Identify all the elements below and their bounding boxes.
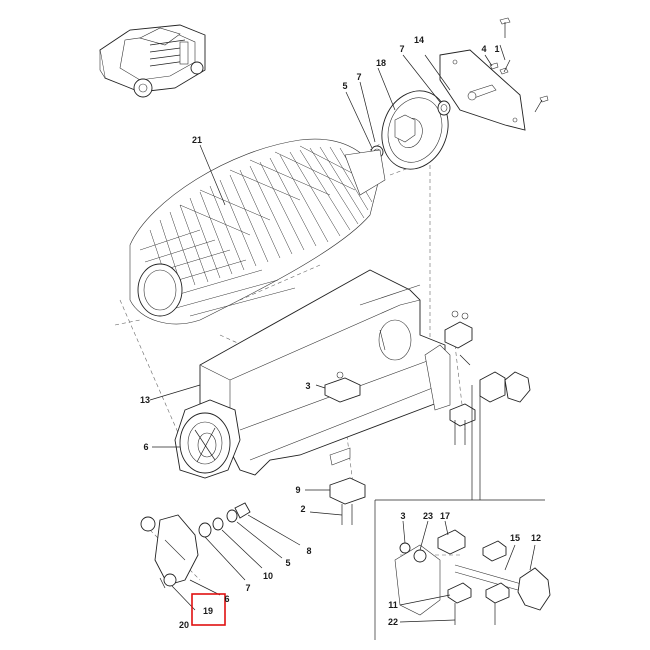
label-4: 4 xyxy=(481,44,486,54)
label-7-mid: 7 xyxy=(356,72,361,82)
label-11: 11 xyxy=(388,600,398,610)
label-3-inset: 3 xyxy=(400,511,405,521)
part-labels: 1 4 14 7 18 7 5 21 13 3 6 9 2 8 5 10 7 6… xyxy=(140,35,541,630)
label-9: 9 xyxy=(295,485,300,495)
part-21-brush-roller xyxy=(129,138,386,325)
label-13: 13 xyxy=(140,395,150,405)
part-3-9-bushings xyxy=(305,371,366,525)
machine-thumbnail xyxy=(99,24,206,98)
label-1: 1 xyxy=(494,44,499,54)
label-18: 18 xyxy=(376,58,386,68)
label-17: 17 xyxy=(440,511,450,521)
label-10: 10 xyxy=(263,571,273,581)
part-18-drive-hub xyxy=(361,90,451,170)
part-14-side-plate xyxy=(424,17,549,131)
label-5-top: 5 xyxy=(342,81,347,91)
label-21: 21 xyxy=(192,135,202,145)
label-7-low: 7 xyxy=(245,583,250,593)
label-12: 12 xyxy=(531,533,541,543)
part-6-wheel xyxy=(152,399,241,479)
label-8: 8 xyxy=(306,546,311,556)
label-15: 15 xyxy=(510,533,520,543)
label-6-wheel: 6 xyxy=(143,442,148,452)
label-5-low: 5 xyxy=(285,558,290,568)
part-13-housing xyxy=(149,269,451,476)
label-2: 2 xyxy=(300,504,305,514)
label-14: 14 xyxy=(414,35,424,45)
lower-left-parts xyxy=(140,502,301,611)
label-7-top: 7 xyxy=(399,44,404,54)
label-23: 23 xyxy=(423,511,433,521)
label-22: 22 xyxy=(388,617,398,627)
label-6-low: 6 xyxy=(224,594,229,604)
highlight-box-19 xyxy=(191,593,226,626)
label-20: 20 xyxy=(179,620,189,630)
detail-inset xyxy=(374,499,551,640)
label-19: 19 xyxy=(203,606,213,616)
leader-lines xyxy=(345,44,506,149)
right-bracket-assembly xyxy=(444,310,531,500)
label-3-main: 3 xyxy=(305,381,310,391)
